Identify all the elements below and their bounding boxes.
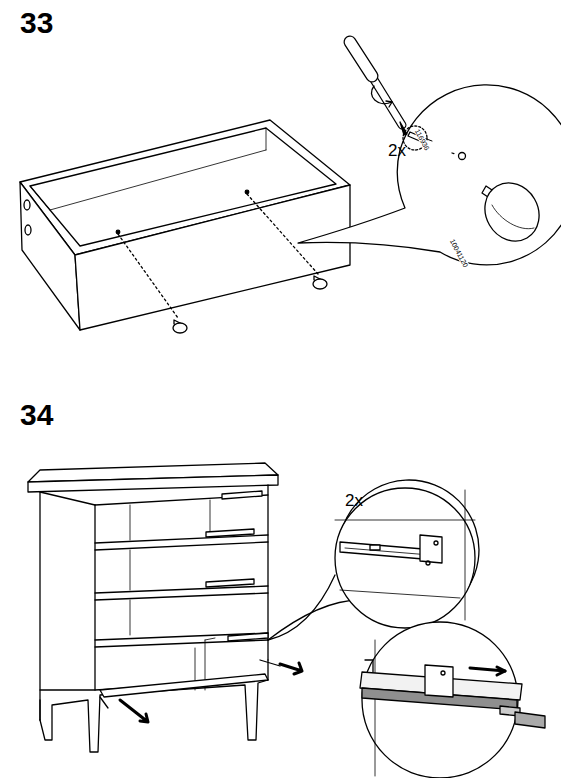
quantity-label: 2x bbox=[388, 142, 406, 159]
knob bbox=[173, 276, 327, 333]
step-number: 34 bbox=[20, 400, 53, 430]
step-number: 33 bbox=[20, 8, 53, 38]
detail-callout bbox=[298, 42, 561, 265]
chest-of-drawers bbox=[28, 463, 302, 752]
quantity-label: 2x bbox=[345, 492, 363, 509]
detail-callout bbox=[268, 480, 545, 778]
drawer bbox=[20, 120, 350, 330]
